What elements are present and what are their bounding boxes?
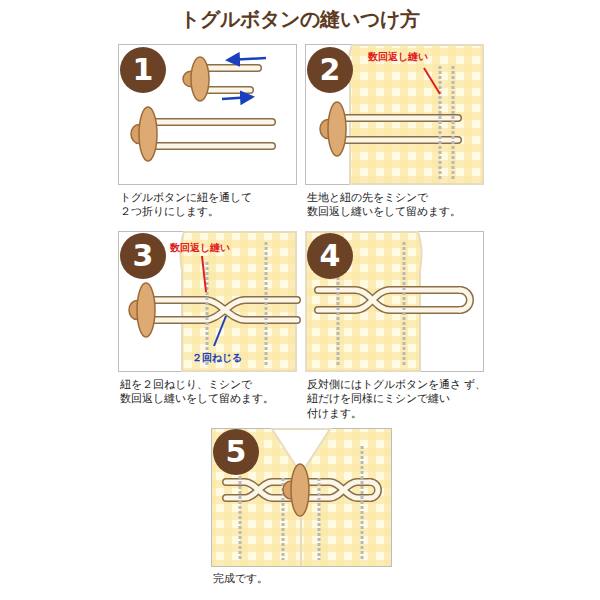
step-caption: 完成です。 <box>213 572 393 586</box>
annotation: 数回返し縫い <box>170 241 260 254</box>
step-number-circle: 1 <box>120 47 166 93</box>
cord-outline <box>370 482 378 498</box>
cord <box>152 144 272 149</box>
step-caption: 紐を２回ねじり、ミシンで 数回返し縫いをして留めます。 <box>120 378 298 407</box>
stitches <box>207 66 453 560</box>
step-number: 3 <box>133 241 154 271</box>
cords <box>150 68 470 498</box>
stitch-line <box>318 478 321 560</box>
stitch-line <box>361 446 364 560</box>
annotation: ２回ねじる <box>192 351 272 364</box>
cord <box>150 300 297 320</box>
pull-arrows <box>222 58 266 99</box>
panel-frames <box>119 45 484 567</box>
cord <box>152 120 272 125</box>
step-caption: 生地と紐の先をミシンで 数回返し縫いをして留めます。 <box>307 191 487 220</box>
step-number-circle: 2 <box>307 47 353 93</box>
annotation: 数回返し縫い <box>368 50 458 63</box>
cord-outline <box>300 482 370 498</box>
cord-outline <box>152 142 272 150</box>
toggle-button <box>283 464 309 516</box>
toggle-button <box>320 102 346 156</box>
cord <box>460 290 470 310</box>
toggle-button <box>129 283 155 337</box>
step-number-circle: 5 <box>213 429 259 475</box>
step-caption: 反対側にはトグルボタンを通さ ず、紐だけを同様にミシンで縫い 付けます。 <box>307 378 487 421</box>
toggle-button <box>131 107 157 161</box>
step-number-circle: 4 <box>307 233 353 279</box>
toggle-button <box>183 57 209 101</box>
stitch-line <box>265 242 268 366</box>
step-caption: トグルボタンに紐を通して ２つ折りにします。 <box>120 191 298 220</box>
stitch-line <box>206 262 209 366</box>
step-number: 5 <box>226 437 247 467</box>
cord-outline <box>150 300 297 320</box>
page-title: トグルボタンの縫いつけ方 <box>0 6 600 32</box>
cord <box>300 482 370 498</box>
cord-outline <box>152 118 272 126</box>
stitch-line <box>403 242 406 366</box>
step-number: 2 <box>320 55 341 85</box>
stitch-line <box>439 66 442 180</box>
cord <box>370 482 378 498</box>
cord-outline <box>150 300 297 320</box>
stitch-line <box>452 66 455 180</box>
cord-outline <box>300 482 370 498</box>
cord <box>150 300 297 320</box>
step-number: 4 <box>320 241 341 271</box>
cord <box>300 482 370 498</box>
step-number-circle: 3 <box>120 233 166 279</box>
toggle-buttons <box>129 57 346 516</box>
step-number: 1 <box>133 55 154 85</box>
cord-outline <box>460 290 470 310</box>
